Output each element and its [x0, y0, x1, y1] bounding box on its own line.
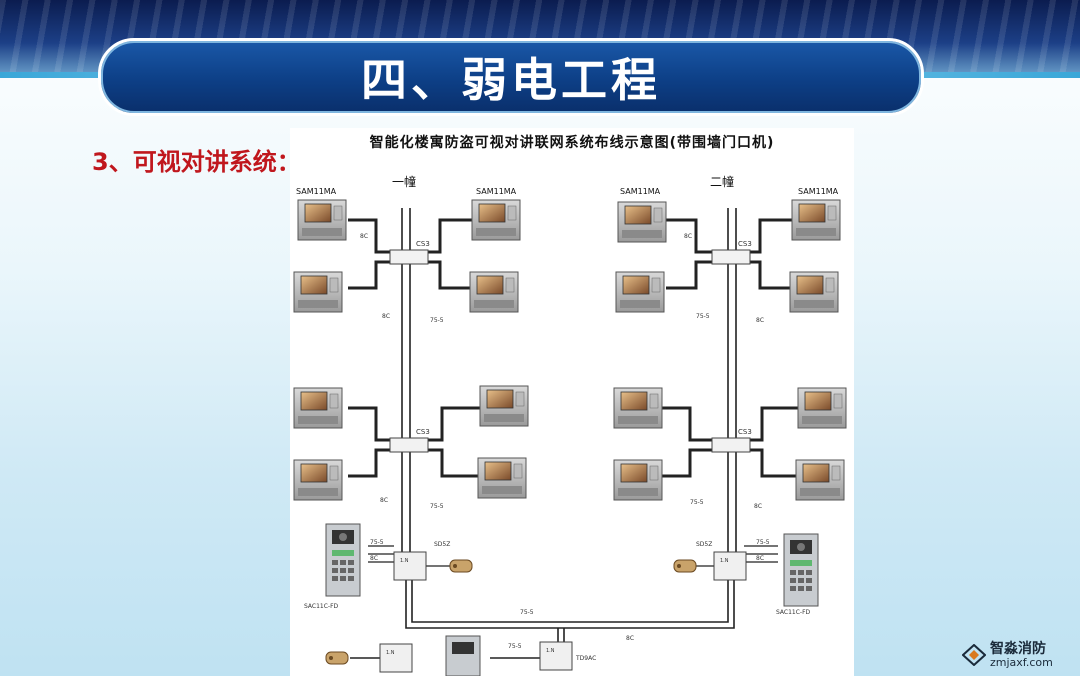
- bottom-controller: [379, 643, 413, 673]
- cable-label: 75-5: [696, 313, 710, 320]
- wiring-diagram: 智能化楼寓防盗可视对讲联网系统布线示意图(带围墙门口机): [290, 128, 854, 676]
- monitor-model-label: SAM11MA: [798, 187, 839, 196]
- electric-lock-left: [449, 559, 473, 573]
- cable-label: 8C: [382, 313, 390, 320]
- monitor-model-label: SAM11MA: [296, 187, 337, 196]
- cable-label: 75-5: [690, 499, 704, 506]
- branch-wiring: [348, 218, 798, 478]
- network-interconnect: [350, 578, 735, 659]
- doorstation-model-label: SAC11C-FD: [304, 603, 339, 610]
- cable-label: 8C: [756, 317, 764, 324]
- right-building-riser: [727, 208, 737, 573]
- monitor-model-label: SAM11MA: [476, 187, 517, 196]
- cable-label: 8C: [756, 555, 764, 562]
- splitter-label: CS3: [416, 240, 430, 248]
- center-label: TD9AC: [575, 655, 596, 662]
- watermark-url: zmjaxf.com: [990, 655, 1053, 669]
- cable-label: 75-5: [508, 643, 522, 650]
- doorstation-model-label: SAC11C-FD: [776, 609, 811, 616]
- slide-title-banner: 四、弱电工程: [98, 38, 924, 116]
- door-station-right: [783, 533, 819, 607]
- splitter-label: CS3: [416, 428, 430, 436]
- cable-label: 8C: [626, 635, 634, 642]
- watermark-name: 智淼消防: [990, 640, 1046, 657]
- doorstation-wiring: [368, 545, 778, 567]
- electric-lock-bottom: [325, 651, 349, 665]
- section-subtitle: 3、可视对讲系统：: [92, 148, 301, 176]
- cable-label: 8C: [754, 503, 762, 510]
- cable-label: 75-5: [756, 539, 770, 546]
- watermark-logo: 智淼消防 zmjaxf.com: [962, 638, 1076, 672]
- splitter-label: CS3: [738, 240, 752, 248]
- cable-label: 75-5: [520, 609, 534, 616]
- cable-label: 75-5: [430, 503, 444, 510]
- electric-lock-right: [673, 559, 697, 573]
- cable-label: 75-5: [430, 317, 444, 324]
- bottom-door-station: [445, 635, 481, 676]
- cable-label: 75-5: [370, 539, 384, 546]
- cable-label: 8C: [380, 497, 388, 504]
- left-building-riser: [401, 208, 411, 573]
- building-left-label: 一幢: [392, 174, 416, 189]
- monitor-model-label: SAM11MA: [620, 187, 661, 196]
- splitter-label: CS3: [738, 428, 752, 436]
- slide-title: 四、弱电工程: [361, 53, 661, 107]
- door-station-left: [325, 523, 361, 597]
- center-controller: [539, 641, 573, 671]
- building-right-label: 二幢: [710, 174, 734, 189]
- cable-label: 8C: [684, 233, 692, 240]
- cable-label: 8C: [370, 555, 378, 562]
- controller-label: SD5Z: [696, 541, 712, 548]
- controller-right: [713, 551, 747, 581]
- diagram-title: 智能化楼寓防盗可视对讲联网系统布线示意图(带围墙门口机): [369, 135, 775, 151]
- controller-label: SD5Z: [434, 541, 450, 548]
- logo-icon: [962, 644, 986, 666]
- cable-label: 8C: [360, 233, 368, 240]
- controller-left: [393, 551, 427, 581]
- diagram-canvas: 1.N: [293, 174, 847, 676]
